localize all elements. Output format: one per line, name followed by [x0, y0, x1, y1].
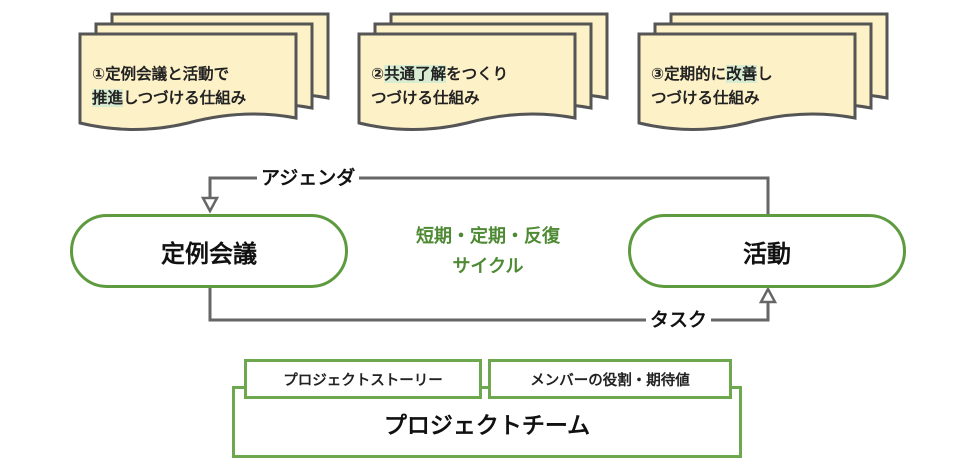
document-line: 推進しつづける仕組み — [92, 86, 246, 110]
project-team-title: プロジェクトチーム — [383, 413, 591, 439]
document-text-segment: しつづける仕組み — [123, 89, 247, 107]
highlighted-text: 共通了解 — [384, 65, 447, 83]
highlighted-text: 推進 — [92, 89, 124, 107]
tab-project-story: プロジェクトストーリー — [244, 359, 482, 399]
document-line: ③定期的に改善し — [651, 62, 773, 86]
document-text-segment: ② — [371, 65, 385, 83]
document-text-3: ③定期的に改善しつづける仕組み — [651, 62, 773, 110]
cycle-label-line-1: 短期・定期・反復 — [416, 226, 560, 247]
document-text-segment: ③定期的に — [651, 65, 727, 83]
document-text-segment: つづける仕組み — [371, 89, 480, 107]
regular-meeting-node: 定例会議 — [70, 214, 348, 288]
agenda-label: アジェンダ — [257, 166, 360, 190]
document-stack-1 — [78, 12, 330, 131]
highlighted-text: 改善 — [726, 65, 758, 83]
document-text-2: ②共通了解をつくりつづける仕組み — [371, 62, 508, 110]
cycle-label: 短期・定期・反復 サイクル — [360, 222, 616, 282]
document-line: ②共通了解をつくり — [371, 62, 508, 86]
document-line: つづける仕組み — [371, 86, 508, 110]
document-line: ①定例会議と活動で — [92, 62, 246, 86]
document-line: つづける仕組み — [651, 86, 773, 110]
tab-member-roles: メンバーの役割・期待値 — [488, 359, 732, 399]
activity-node: 活動 — [628, 214, 906, 288]
document-text-segment: ①定例会議と活動で — [92, 65, 230, 83]
document-stack-2 — [357, 12, 609, 131]
cycle-label-line-2: サイクル — [452, 256, 524, 277]
document-text-segment: をつくり — [446, 65, 509, 83]
document-text-segment: つづける仕組み — [651, 89, 760, 107]
task-label: タスク — [646, 308, 712, 332]
document-text-1: ①定例会議と活動で推進しつづける仕組み — [92, 62, 246, 110]
agenda-arrow — [200, 176, 770, 215]
document-text-segment: し — [757, 65, 773, 83]
task-arrow — [208, 285, 778, 322]
